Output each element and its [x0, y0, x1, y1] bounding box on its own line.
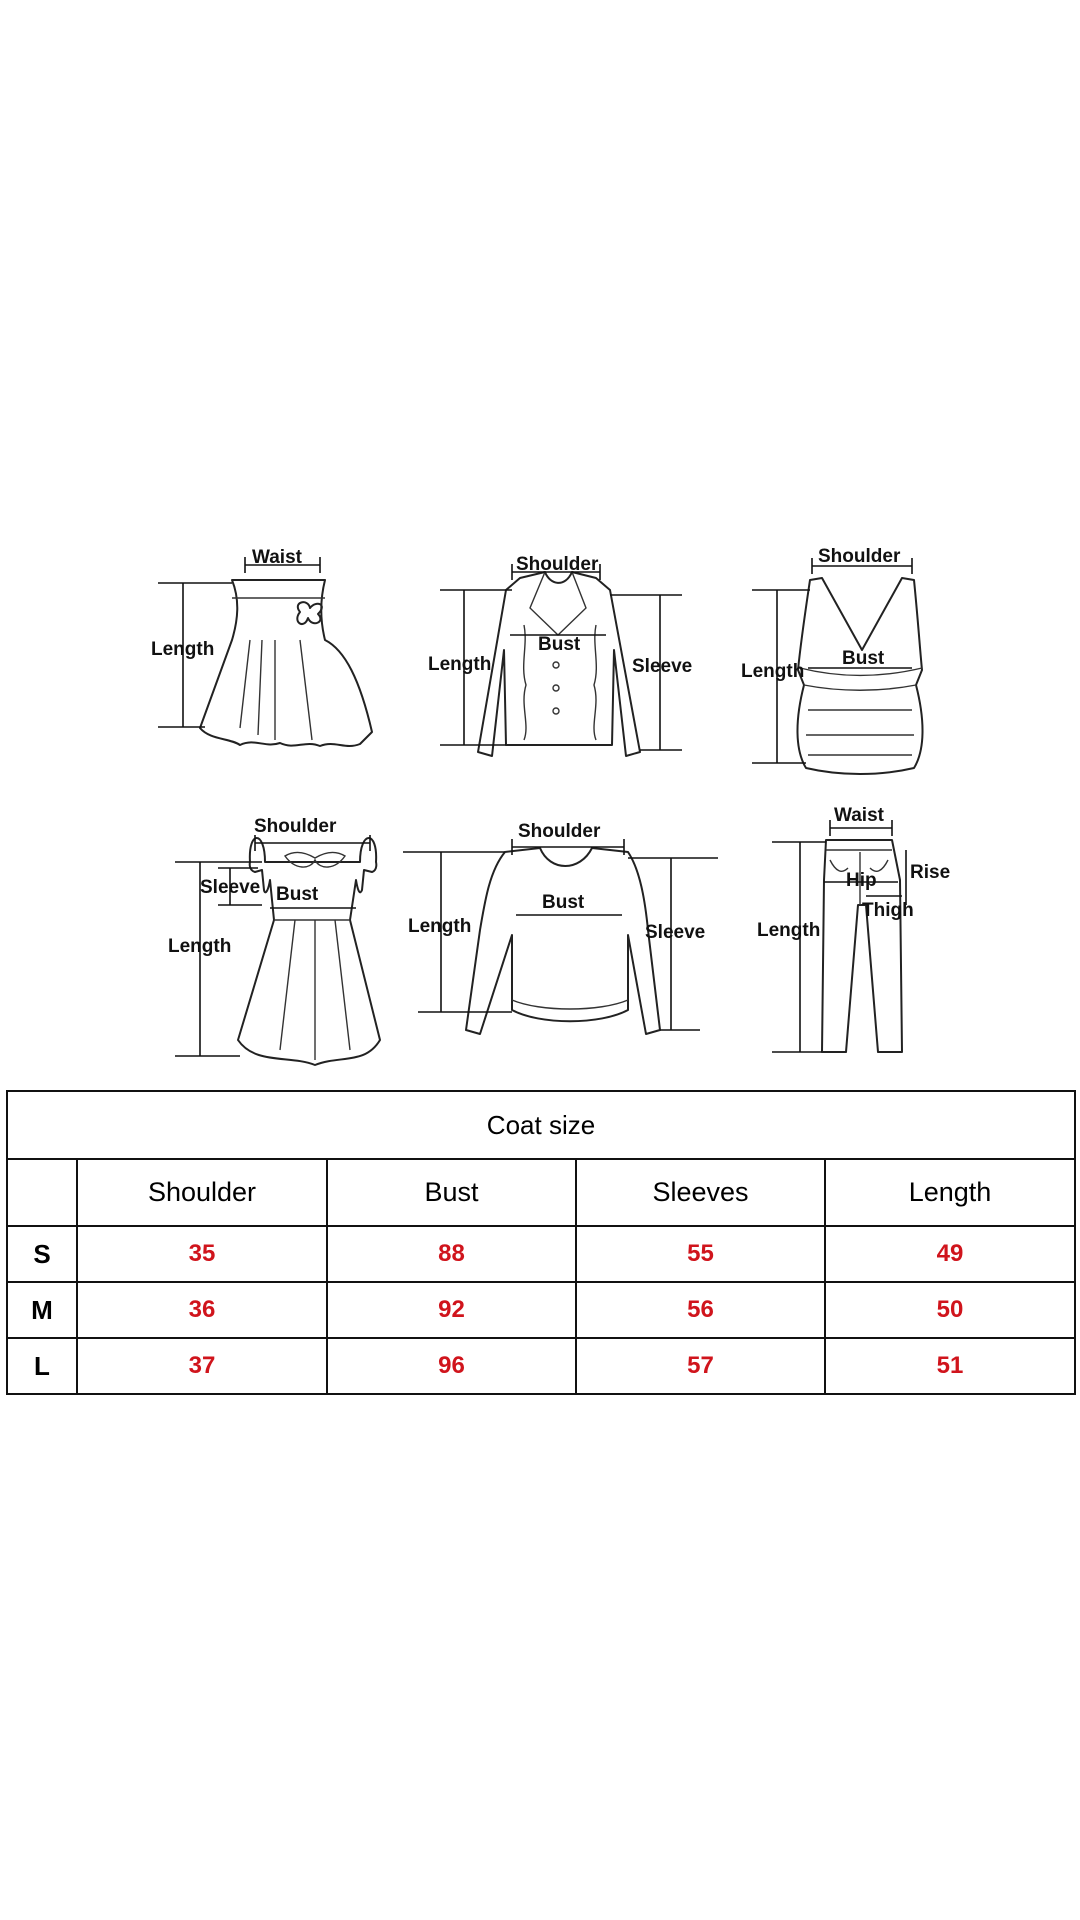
header-sleeves: Sleeves — [575, 1158, 826, 1227]
pants-rise-label: Rise — [910, 862, 950, 883]
jacket-diagram: Shoulder Bust Length Sleeve — [428, 554, 692, 757]
skirt-diagram: Waist Length — [151, 547, 373, 747]
header-length: Length — [824, 1158, 1076, 1227]
size-label: S — [6, 1225, 78, 1283]
dress-shoulder-label: Shoulder — [254, 816, 337, 837]
shoulder-value: 36 — [76, 1281, 328, 1339]
skirt-length-label: Length — [151, 639, 214, 660]
skirt-drawing — [199, 579, 373, 747]
table-row: L 37 96 57 51 — [6, 1337, 1076, 1395]
table-row: S 35 88 55 49 — [6, 1225, 1076, 1283]
jacket-drawing — [477, 571, 641, 757]
pants-length-label: Length — [757, 920, 820, 941]
pants-thigh-label: Thigh — [862, 900, 914, 921]
size-label: M — [6, 1281, 78, 1339]
sweater-sleeve-label: Sleeve — [645, 922, 705, 943]
dress-diagram: Shoulder Sleeve Bust Length — [168, 816, 381, 1066]
pants-hip-label: Hip — [846, 870, 877, 891]
sweater-drawing — [465, 847, 661, 1035]
vest-bust-label: Bust — [842, 648, 885, 669]
dress-length-label: Length — [168, 936, 231, 957]
coat-size-table: Coat size Shoulder Bust Sleeves Length S… — [6, 1090, 1076, 1395]
jacket-shoulder-label: Shoulder — [516, 554, 599, 575]
sweater-shoulder-label: Shoulder — [518, 821, 601, 842]
sweater-diagram: Shoulder Bust Length Sleeve — [403, 821, 718, 1035]
sweater-length-label: Length — [408, 916, 471, 937]
diagram-canvas: Waist Length Shoulder Bust Length Sleeve — [151, 546, 950, 1066]
vest-length-label: Length — [741, 661, 804, 682]
jacket-bust-label: Bust — [538, 634, 581, 655]
table-title-row: Coat size — [6, 1090, 1076, 1160]
size-label: L — [6, 1337, 78, 1395]
header-corner — [6, 1158, 78, 1227]
vest-diagram: Shoulder Bust Length — [741, 546, 924, 775]
pants-waist-label: Waist — [834, 805, 885, 826]
sleeves-value: 56 — [575, 1281, 826, 1339]
shoulder-value: 35 — [76, 1225, 328, 1283]
bust-value: 88 — [326, 1225, 577, 1283]
pants-drawing — [821, 839, 903, 1053]
dress-drawing — [237, 837, 381, 1066]
header-shoulder: Shoulder — [76, 1158, 328, 1227]
pants-diagram: Waist Hip Rise Thigh Length — [757, 805, 950, 1053]
bust-value: 96 — [326, 1337, 577, 1395]
vest-drawing — [796, 577, 924, 775]
sleeves-value: 57 — [575, 1337, 826, 1395]
sleeves-value: 55 — [575, 1225, 826, 1283]
length-value: 49 — [824, 1225, 1076, 1283]
vest-shoulder-label: Shoulder — [818, 546, 901, 567]
jacket-sleeve-label: Sleeve — [632, 656, 692, 677]
jacket-length-label: Length — [428, 654, 491, 675]
dress-sleeve-label: Sleeve — [200, 877, 260, 898]
header-bust: Bust — [326, 1158, 577, 1227]
length-value: 51 — [824, 1337, 1076, 1395]
table-title: Coat size — [6, 1090, 1076, 1160]
sweater-bust-label: Bust — [542, 892, 585, 913]
skirt-waist-label: Waist — [252, 547, 303, 568]
table-header-row: Shoulder Bust Sleeves Length — [6, 1158, 1076, 1227]
dress-bust-label: Bust — [276, 884, 319, 905]
shoulder-value: 37 — [76, 1337, 328, 1395]
table-row: M 36 92 56 50 — [6, 1281, 1076, 1339]
bust-value: 92 — [326, 1281, 577, 1339]
garment-measurement-diagrams: Waist Length Shoulder Bust Length Sleeve — [151, 546, 950, 1066]
length-value: 50 — [824, 1281, 1076, 1339]
bow-decoration — [296, 601, 323, 625]
